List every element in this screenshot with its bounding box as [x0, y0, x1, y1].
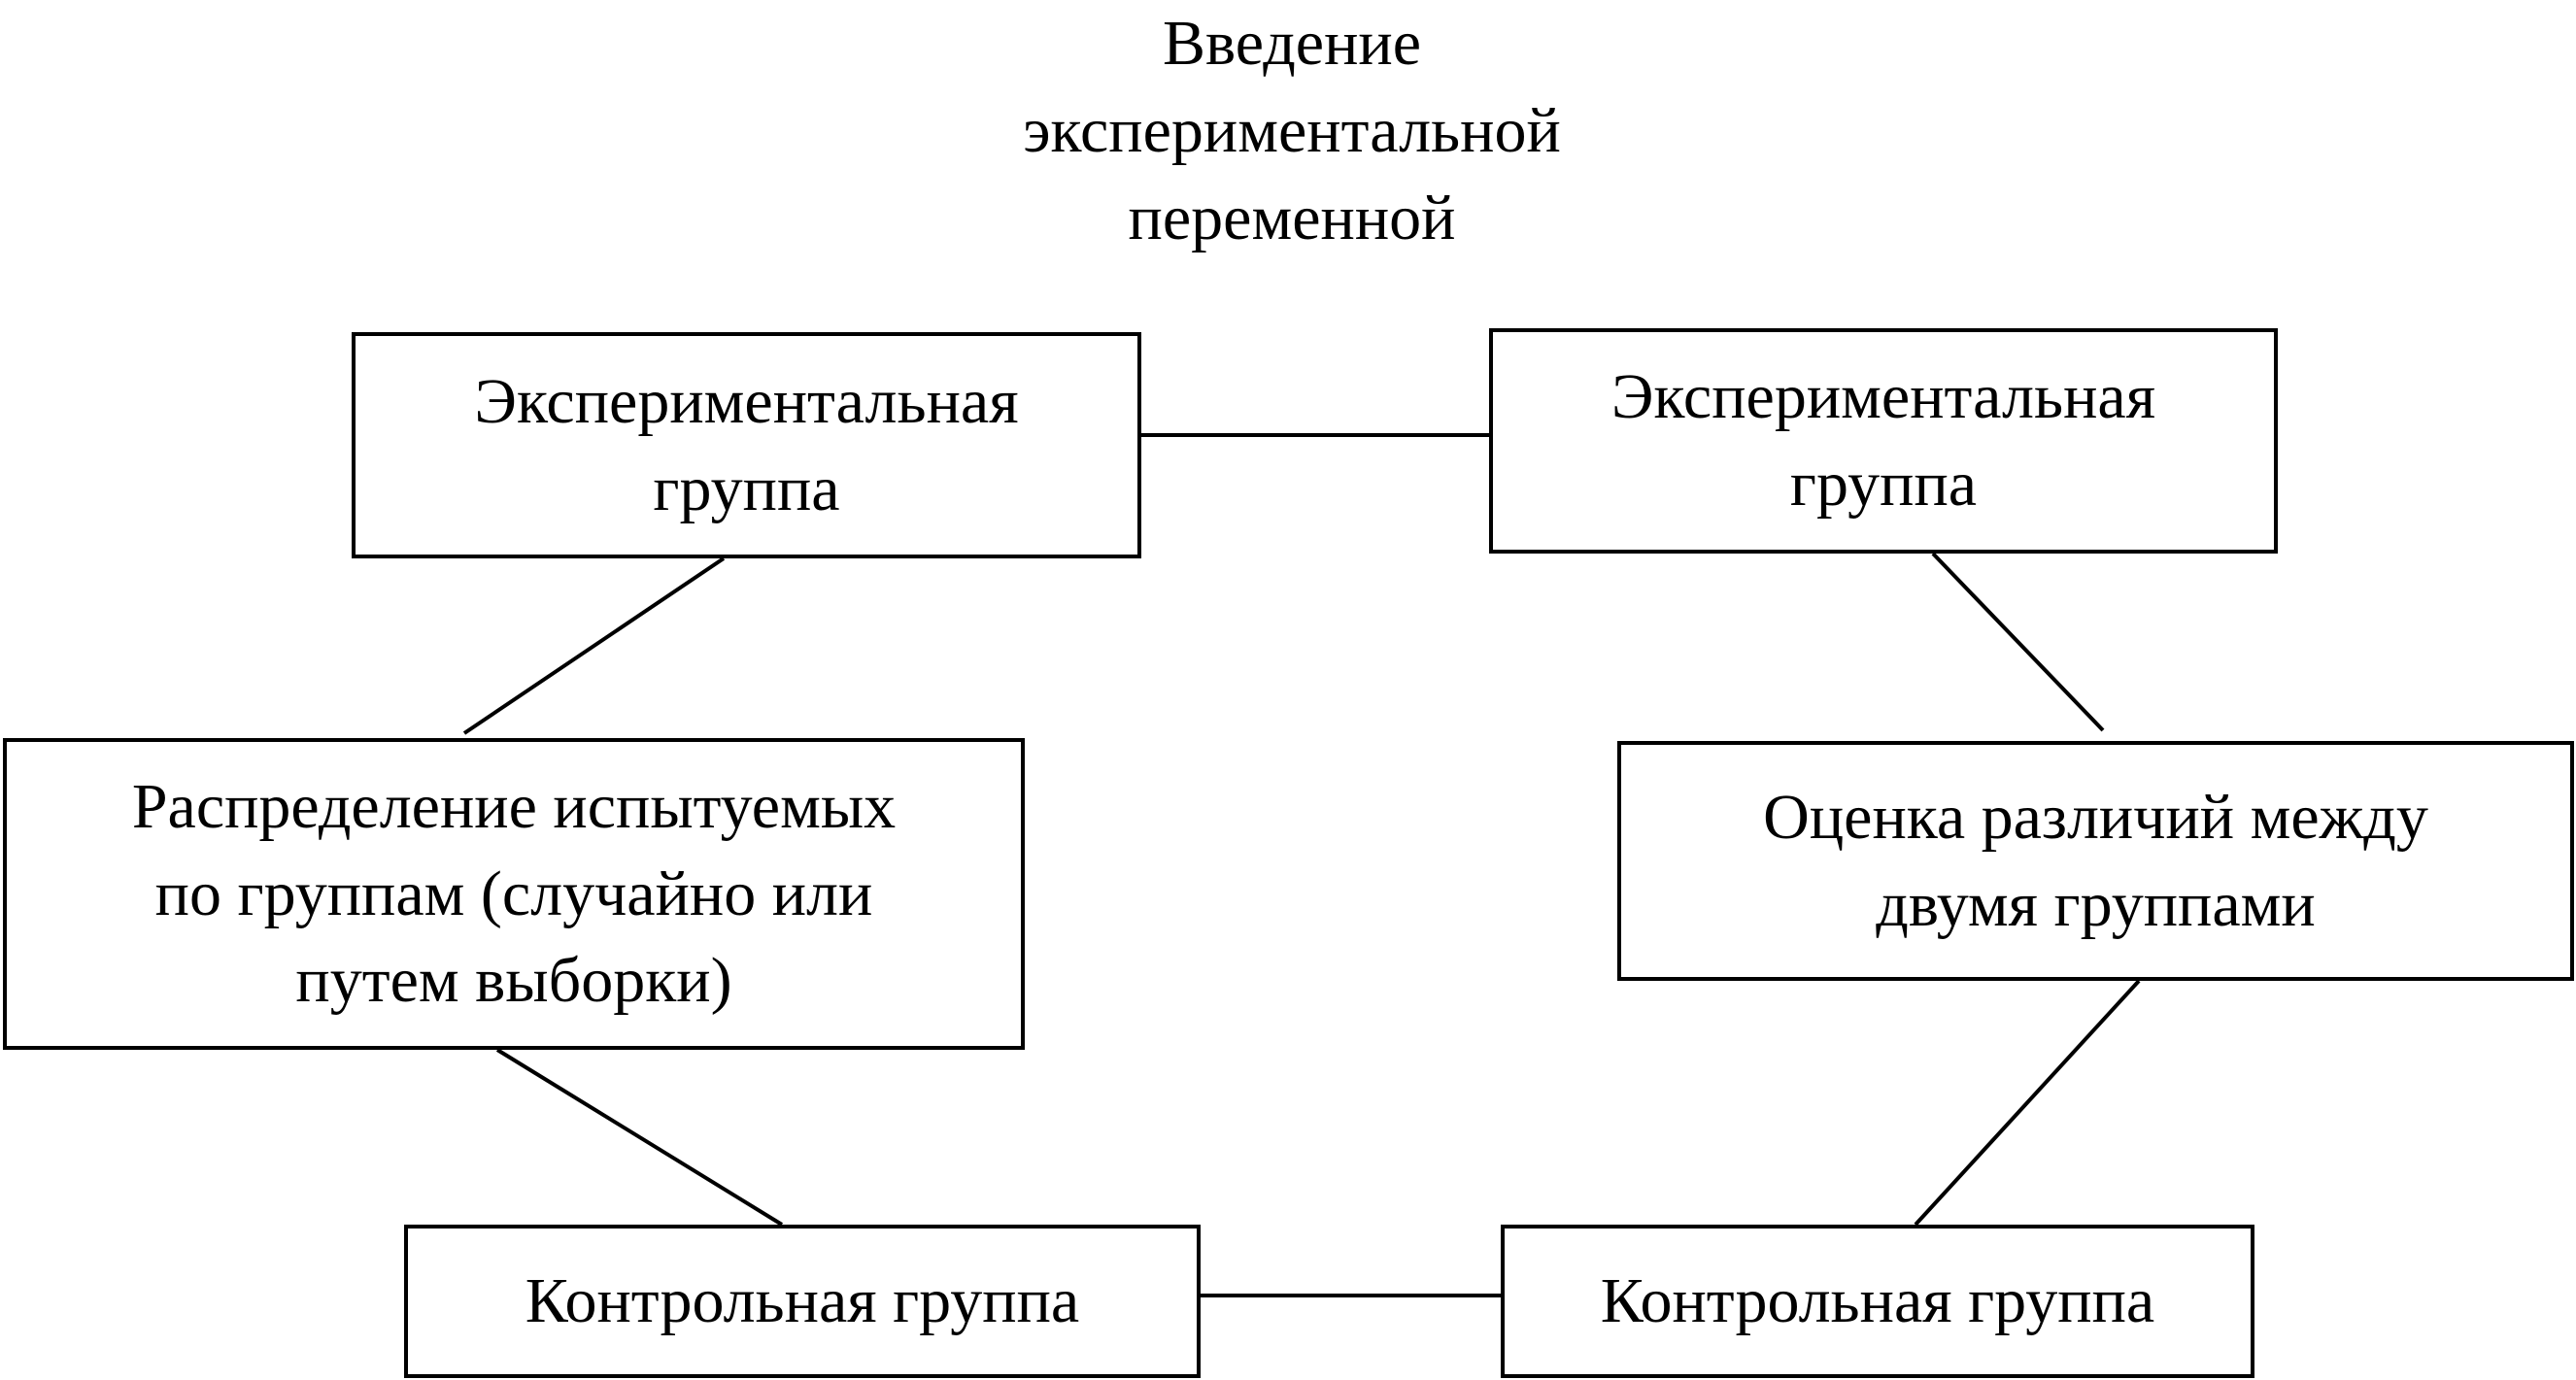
experimental-group-left-box: Экспериментальная группа [352, 332, 1141, 558]
control-group-left-box: Контрольная группа [404, 1225, 1201, 1378]
heading-line: экспериментальной [1023, 94, 1561, 166]
node-label-line: двумя группами [1876, 868, 2316, 940]
node-label-line: Контрольная группа [1600, 1265, 2155, 1337]
heading-line: Введение [1162, 8, 1422, 79]
node-label-line: Оценка различий между [1763, 781, 2428, 853]
distribution-box: Распределение испытуемых по группам (слу… [3, 738, 1025, 1050]
node-label-line: группа [653, 453, 840, 524]
connector-experimental-right-to-evaluation [1931, 552, 2105, 732]
connector-distribution-to-experimental-left [462, 556, 726, 735]
diagram-heading: Введение экспериментальной переменной [777, 0, 1807, 261]
experimental-group-right-box: Экспериментальная группа [1489, 328, 2278, 554]
node-label-line: Контрольная группа [525, 1265, 1080, 1337]
node-label-line: путем выборки) [295, 945, 732, 1017]
node-label-line: группа [1789, 449, 1978, 520]
control-group-right-box: Контрольная группа [1501, 1225, 2254, 1378]
node-label-line: Экспериментальная [474, 365, 1019, 437]
heading-line: переменной [1128, 182, 1456, 253]
evaluation-box: Оценка различий между двумя группами [1617, 741, 2574, 981]
node-label-line: Экспериментальная [1610, 361, 2156, 433]
connector-distribution-to-control-left [495, 1048, 784, 1227]
node-label-line: по группам (случайно или [154, 858, 873, 929]
connector-control-right-to-evaluation [1914, 979, 2141, 1227]
node-label-line: Распределение испытуемых [131, 770, 897, 842]
